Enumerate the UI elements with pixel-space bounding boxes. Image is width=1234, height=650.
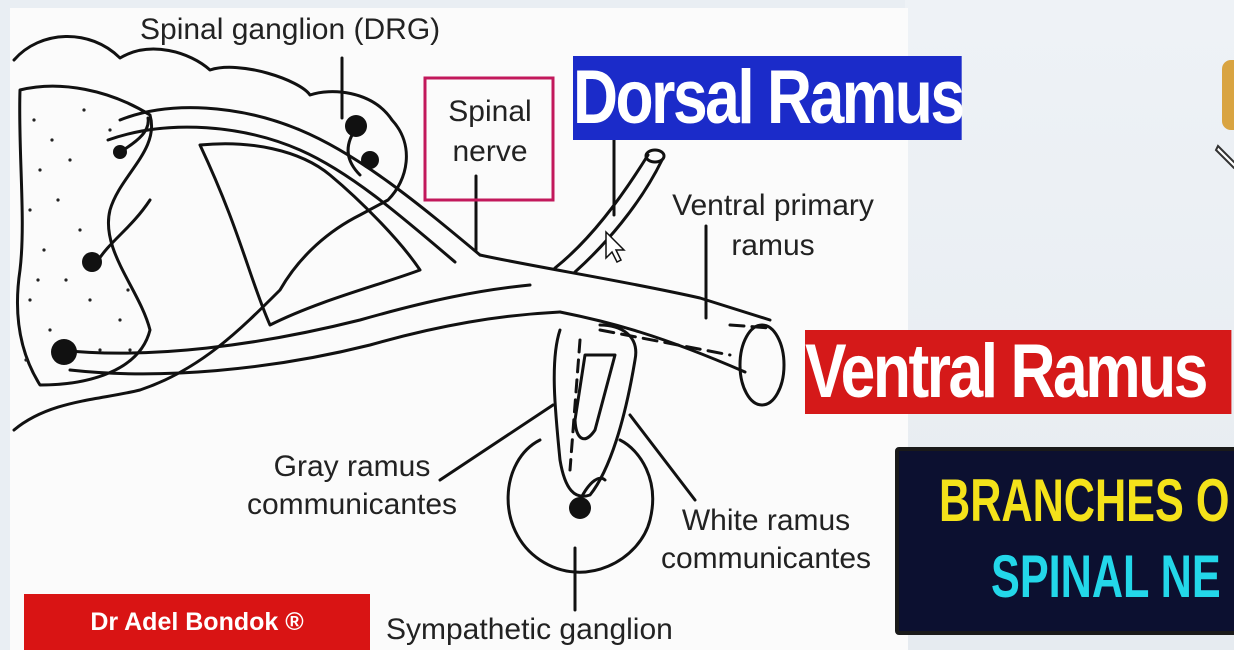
label-white-ramus: White ramus communicantes [646, 502, 886, 578]
ventral-ramus-banner: Ventral Ramus [805, 330, 1231, 414]
ventral-ramus-end [740, 325, 784, 405]
author-badge: Dr Adel Bondok ® [24, 594, 370, 650]
dorsal-ramus-banner: Dorsal Ramus [573, 56, 962, 140]
grey-matter-outline [17, 86, 151, 385]
label-sympathetic-ganglion: Sympathetic ganglion [386, 612, 673, 648]
branches-title-box: BRANCHES O SPINAL NE [895, 447, 1234, 635]
pencil-icon [1214, 140, 1234, 174]
dorsal-horn-neuron [113, 145, 127, 159]
label-spinal-nerve: Spinal nerve [432, 92, 548, 172]
branches-title-line1: BRANCHES O [939, 469, 1229, 533]
rami-loop [554, 325, 636, 496]
logo-icon [1222, 60, 1234, 130]
lateral-horn-neuron [82, 252, 102, 272]
mouse-cursor-icon [606, 232, 624, 262]
sympathetic-neuron [569, 497, 591, 519]
drg-neuron-2 [361, 151, 379, 169]
label-ventral-primary-ramus: Ventral primary ramus [655, 186, 891, 266]
white-matter-shape [200, 144, 420, 325]
ventral-root [60, 285, 530, 353]
label-gray-ramus: Gray ramus communicantes [232, 448, 472, 524]
branches-title-line2: SPINAL NE [991, 545, 1221, 609]
label-spinal-ganglion: Spinal ganglion (DRG) [140, 12, 440, 48]
ventral-horn-neuron [51, 339, 77, 365]
dorsal-ramus [555, 155, 648, 268]
drg-neuron-1 [345, 115, 367, 137]
